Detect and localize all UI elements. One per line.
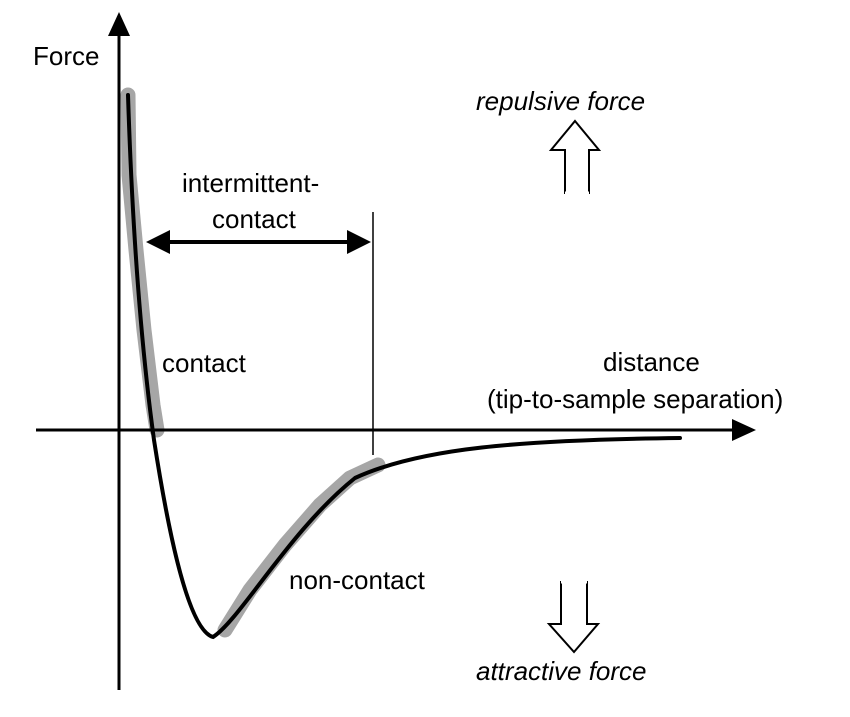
x-axis-label-line1: distance [603,347,700,377]
contact-label: contact [162,348,247,378]
attractive-force-arrow-icon [546,581,601,654]
attractive-force-label: attractive force [476,656,647,686]
x-axis-label-line2: (tip-to-sample separation) [487,384,783,414]
x-axis-arrowhead [732,419,756,441]
intermittent-arrow-right-head [347,230,371,254]
contact-region-highlight [120,87,165,438]
intermittent-arrow-left-head [146,230,170,254]
intermittent-contact-label-line1: intermittent- [182,168,319,198]
intermittent-contact-label-line2: contact [212,204,297,234]
non-contact-region-highlight [217,457,386,638]
repulsive-force-label: repulsive force [476,86,645,116]
y-axis-arrowhead [108,12,130,36]
force-curve [126,93,682,640]
repulsive-force-arrow-icon [548,119,602,194]
non-contact-label: non-contact [289,565,426,595]
y-axis-label: Force [33,41,99,71]
